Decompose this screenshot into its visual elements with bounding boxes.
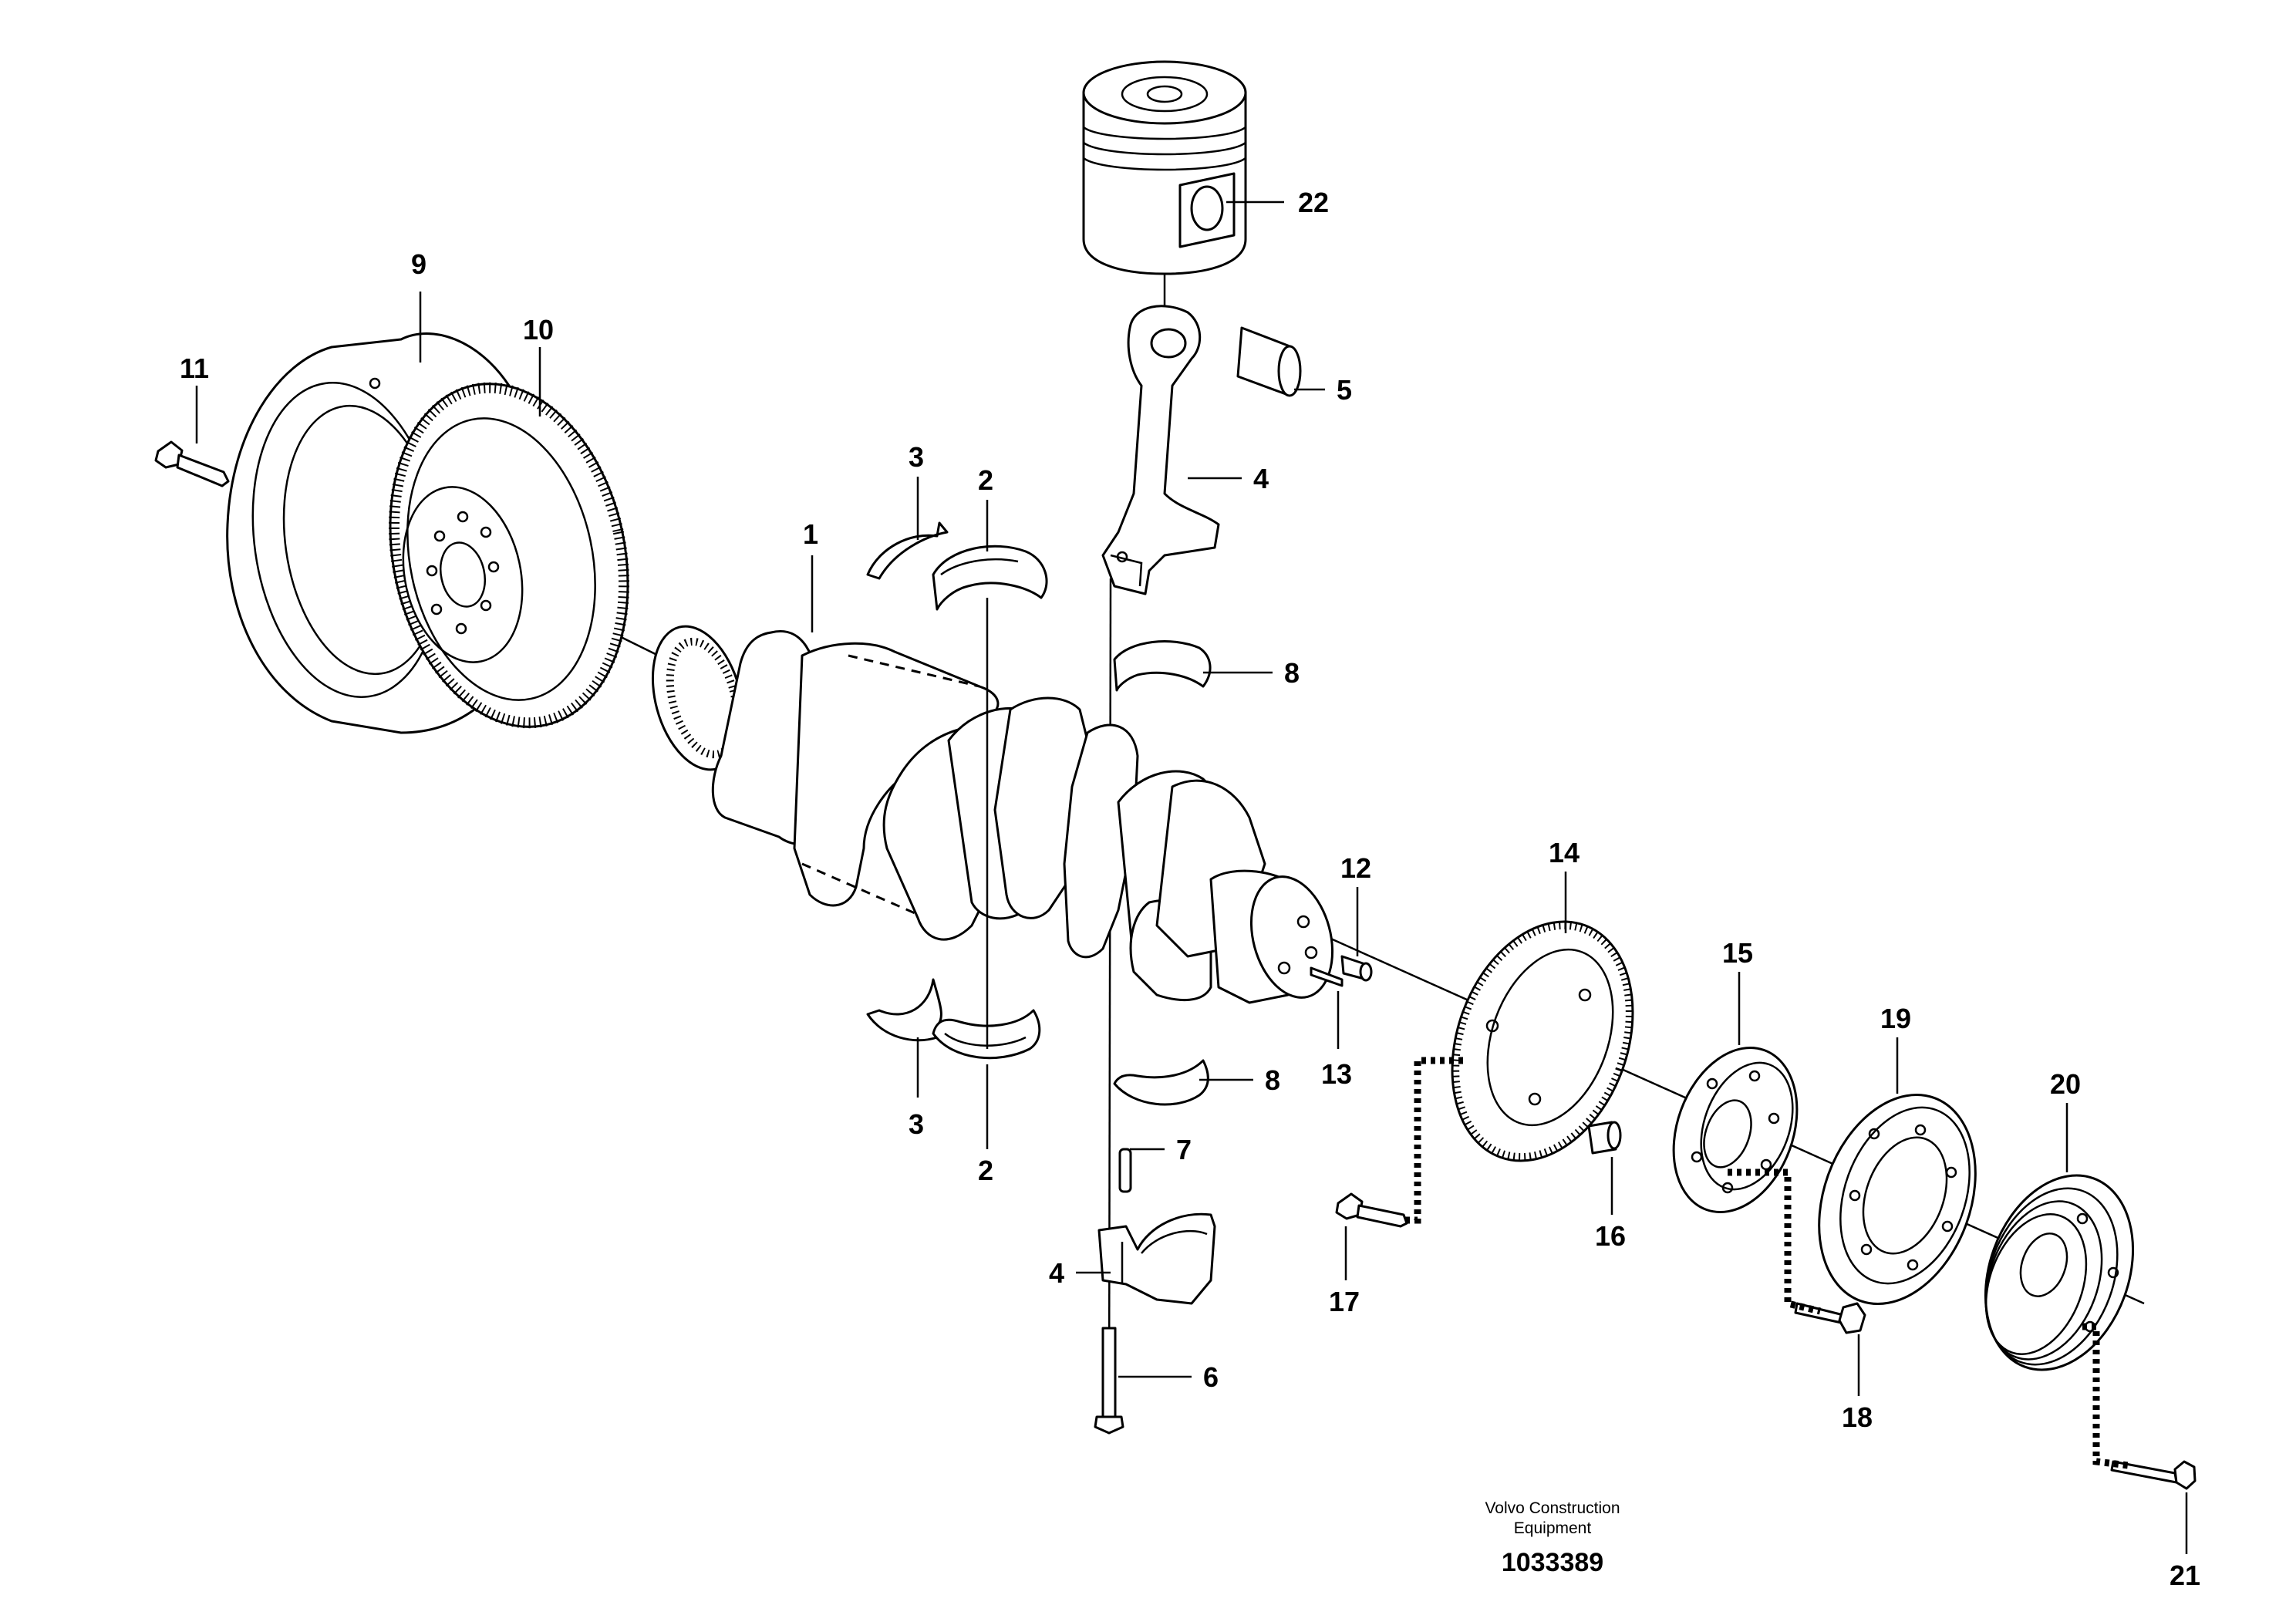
callout-15: 15 [1722, 937, 1753, 969]
callout-10: 10 [523, 314, 554, 346]
rod-bearing-upper [1113, 640, 1212, 692]
callout-3-lower: 3 [909, 1108, 924, 1140]
crank-pin [1310, 966, 1344, 987]
flywheel-ring-gear [388, 382, 630, 729]
crank-key [1340, 955, 1373, 982]
hub-bolt-path [1728, 1168, 1822, 1315]
callout-labels: 1 2 2 3 3 4 4 5 6 7 8 8 9 10 11 12 13 14… [180, 187, 2200, 1591]
pulley-bolt [2110, 1460, 2197, 1490]
rod-axis-line [1108, 578, 1112, 1420]
callout-14: 14 [1549, 837, 1580, 868]
callout-12: 12 [1340, 852, 1371, 884]
gear-bolt-path [1405, 1057, 1465, 1224]
callout-17: 17 [1329, 1286, 1360, 1317]
flywheel-bolt-holes [426, 511, 500, 635]
callout-13: 13 [1321, 1058, 1352, 1090]
callout-16: 16 [1595, 1220, 1626, 1252]
callout-2-upper: 2 [978, 464, 993, 496]
timing-gear [1451, 920, 1634, 1162]
hub-bolt [1794, 1302, 1866, 1334]
callout-4-cap: 4 [1049, 1257, 1064, 1289]
callout-8-upper: 8 [1284, 657, 1300, 689]
callout-20: 20 [2050, 1068, 2081, 1100]
callout-22: 22 [1298, 187, 1329, 218]
callout-1: 1 [803, 518, 818, 550]
spacer-sleeve [1587, 1121, 1622, 1155]
callout-8-lower: 8 [1265, 1064, 1280, 1096]
callout-6: 6 [1203, 1361, 1219, 1393]
diagram-footer: Volvo Construction Equipment 1033389 [1485, 1499, 1620, 1577]
callout-18: 18 [1842, 1401, 1873, 1433]
connecting-rod-cap [1097, 1212, 1216, 1305]
leader-lines [195, 201, 2188, 1554]
footer-drawing-number: 1033389 [1502, 1548, 1603, 1577]
crank-hub [1672, 1046, 1799, 1214]
footer-company-line1: Volvo Construction [1485, 1499, 1620, 1517]
callout-11: 11 [180, 352, 209, 384]
rod-bolt [1094, 1327, 1124, 1435]
callout-3-upper: 3 [909, 441, 924, 473]
piston [1082, 60, 1247, 275]
callout-7: 7 [1176, 1134, 1192, 1165]
crank-pulley [1984, 1174, 2135, 1371]
flywheel-bolt [154, 440, 230, 487]
gear-bolt [1335, 1192, 1408, 1228]
thrust-washer-upper [866, 521, 949, 580]
callout-19: 19 [1880, 1003, 1911, 1034]
dowel-pin [1118, 1148, 1132, 1193]
main-bearing-upper [932, 545, 1048, 611]
callout-9: 9 [411, 248, 426, 280]
callout-2-lower: 2 [978, 1155, 993, 1186]
thrust-washer-lower [866, 978, 942, 1042]
callout-21: 21 [2170, 1560, 2200, 1591]
callout-5: 5 [1337, 374, 1352, 406]
footer-company-line2: Equipment [1514, 1519, 1592, 1537]
connecting-rod [1101, 305, 1220, 595]
piston-pin-bushing [1236, 326, 1302, 397]
callout-4-rod: 4 [1253, 463, 1269, 494]
crankshaft [651, 625, 1334, 1004]
rod-bearing-lower [1113, 1059, 1209, 1106]
vibration-damper [1818, 1093, 1977, 1306]
